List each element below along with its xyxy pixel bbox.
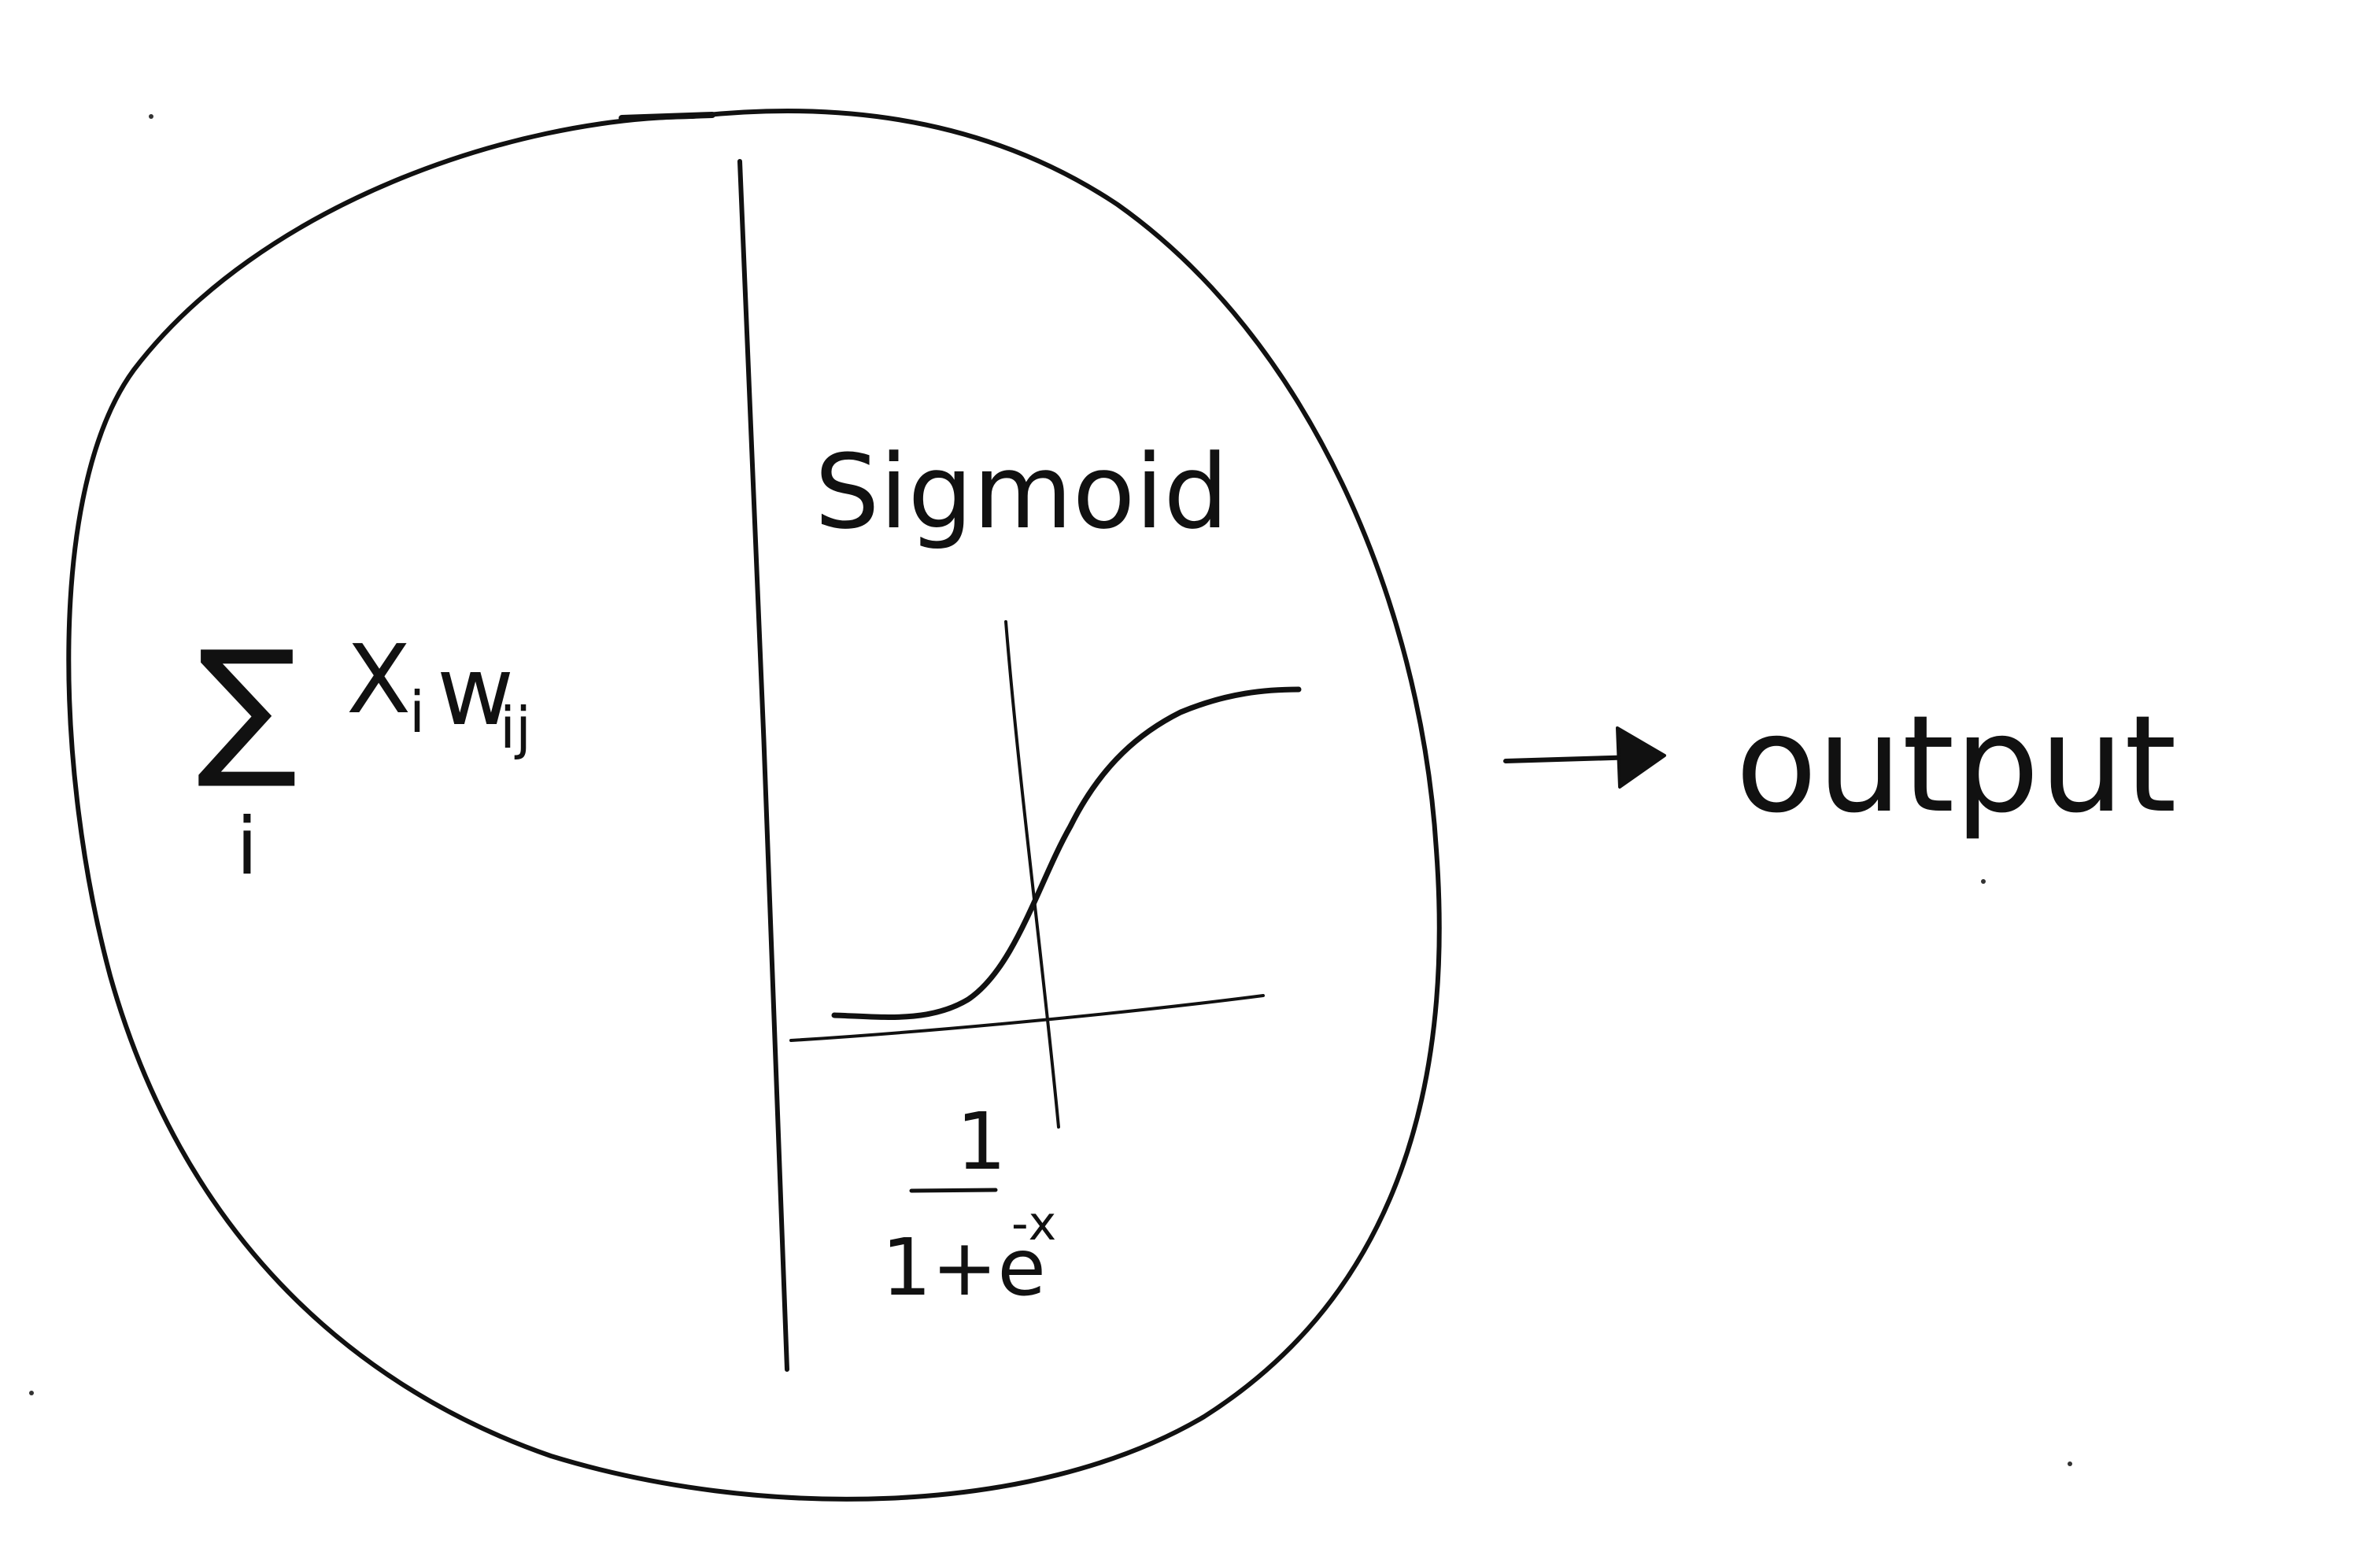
term-w-subscript: ij: [500, 695, 531, 761]
speck: [29, 1391, 34, 1395]
divider-line: [737, 159, 789, 1372]
term-w: w: [437, 637, 514, 747]
activation-title: Sigmoid: [815, 432, 1229, 552]
speck: [1981, 879, 1986, 884]
term-x: X: [346, 626, 411, 735]
sigmoid-y-axis: [1004, 620, 1060, 1129]
formula-exponent: -x: [1011, 1196, 1056, 1251]
sigmoid-x-axis: [789, 994, 1265, 1042]
formula-numerator: 1: [956, 1096, 1007, 1188]
formula-denominator: 1+e: [881, 1221, 1046, 1314]
term-x-subscript: i: [409, 679, 425, 745]
speck: [149, 114, 153, 119]
output-arrowhead: [1616, 726, 1666, 789]
speck: [2068, 1461, 2072, 1466]
formula-fraction-bar: [909, 1188, 998, 1193]
sigma-index: i: [236, 800, 258, 892]
output-arrow-shaft: [1503, 755, 1639, 763]
circle-overstroke: [619, 112, 715, 121]
sigmoid-curve: [831, 686, 1302, 1020]
output-label: output: [1735, 687, 2177, 843]
sigma-symbol: ∑: [197, 619, 298, 793]
neuron-circle: [66, 109, 1442, 1502]
